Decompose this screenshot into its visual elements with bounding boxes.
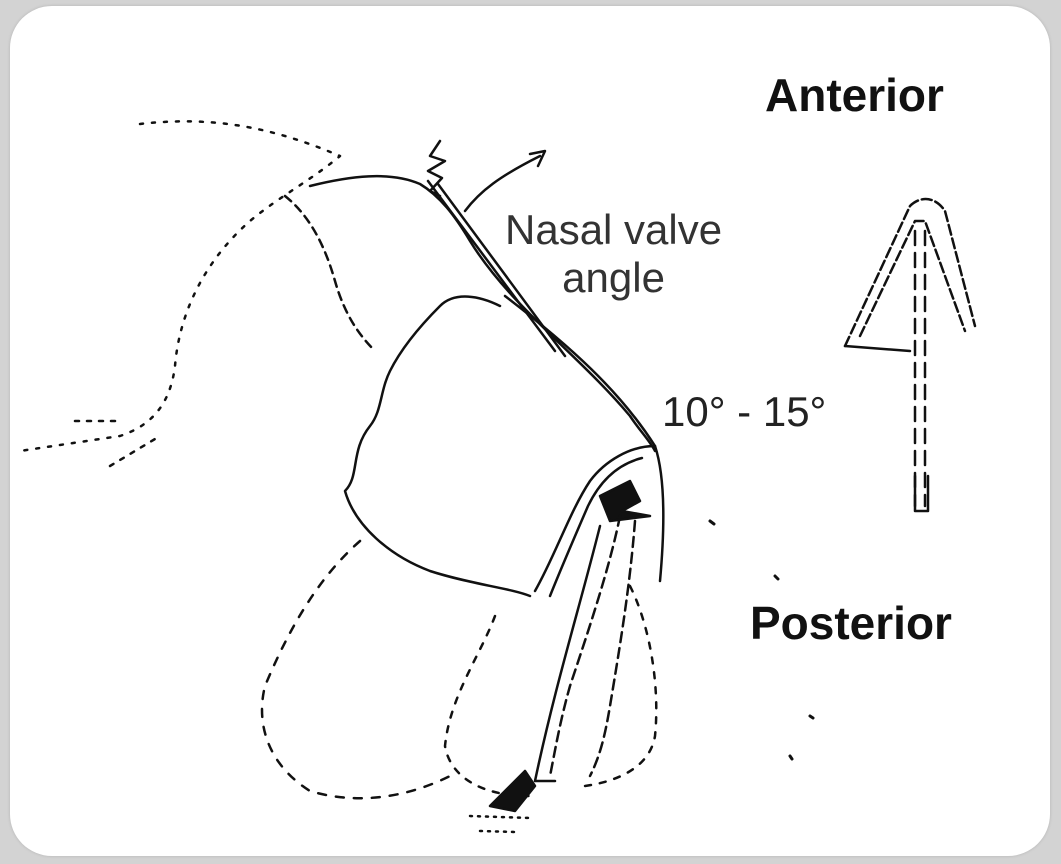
medial-crus-dashed-2 (590, 521, 635, 776)
head-outline-dotted (20, 121, 340, 451)
upper-pointer-line (465, 151, 545, 211)
cartilage-shading (600, 481, 650, 521)
face-profile-dashed (285, 196, 375, 351)
posterior-label: Posterior (750, 596, 952, 650)
medial-crus-solid (535, 526, 600, 781)
lobule-outline-dashed (262, 541, 450, 798)
lobule-outline-inner (445, 616, 530, 796)
septum-line-main (505, 296, 655, 446)
nasal-valve-label-line2: angle (505, 254, 722, 302)
angle-range-label: 10° - 15° (662, 388, 826, 436)
base-dots (470, 816, 530, 832)
base-shading (490, 771, 535, 811)
nasal-valve-label: Nasal valve angle (505, 206, 722, 302)
anterior-label: Anterior (765, 68, 944, 122)
septum-squiggle (428, 141, 445, 196)
diagram-frame: Anterior Nasal valve angle 10° - 15° Pos… (10, 6, 1050, 856)
lateral-cartilage-outline (345, 297, 530, 596)
angle-arrow-outline (845, 199, 975, 346)
lobule-outline-right (585, 586, 656, 786)
alar-rim-inner (550, 458, 642, 596)
medial-crus-dashed (550, 516, 620, 776)
angle-baseline (845, 346, 910, 351)
nasal-valve-drawing (10, 6, 1050, 856)
alar-rim (535, 446, 663, 591)
nasal-valve-label-line1: Nasal valve (505, 206, 722, 254)
angle-arrow-shaft (915, 231, 925, 506)
cheek-outline-dotted (75, 421, 160, 466)
